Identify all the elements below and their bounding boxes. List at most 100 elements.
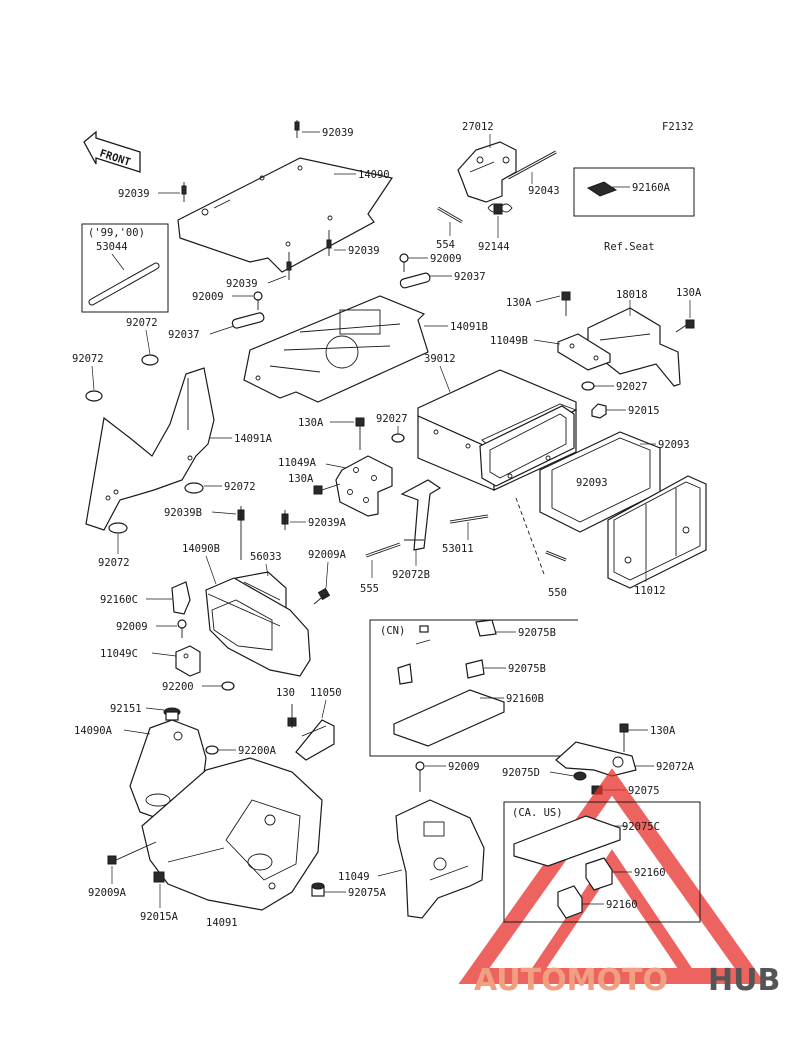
screw-92009A-a	[313, 587, 331, 605]
screw-92009-d	[415, 761, 425, 792]
clamp-92072-d	[108, 522, 128, 534]
toolbox-39012	[417, 369, 578, 491]
label-14091A: 14091A	[234, 433, 273, 445]
label-11050: 11050	[310, 687, 342, 699]
label-130A-e: 130A	[650, 725, 676, 737]
figure-code: F2132	[662, 121, 694, 133]
nut-92015	[591, 403, 607, 419]
label-92160C: 92160C	[100, 594, 138, 606]
label-92009-a: 92009	[430, 253, 462, 265]
label-92043: 92043	[528, 185, 560, 197]
label-14090A: 14090A	[74, 725, 113, 737]
label-92009-d: 92009	[448, 761, 480, 773]
label-14091B: 14091B	[450, 321, 488, 333]
clip-92015A	[153, 871, 165, 883]
label-92037-b: 92037	[168, 329, 200, 341]
label-92037-a: 92037	[454, 271, 486, 283]
bolt-53011	[449, 514, 489, 524]
screw-92009-c	[177, 619, 187, 638]
pin-554	[437, 206, 463, 224]
label-92009A-b: 92009A	[88, 887, 127, 899]
inset-ref-seat: 92160A	[573, 167, 695, 217]
spring-92144	[487, 203, 513, 215]
bracket-11050	[295, 719, 335, 761]
bracket-11049A	[335, 455, 393, 517]
label-92075C: 92075C	[622, 821, 660, 833]
label-11049B: 11049B	[490, 335, 528, 347]
label-92072-c: 92072	[224, 481, 256, 493]
bolt-92043	[507, 150, 557, 180]
label-14090: 14090	[358, 169, 390, 181]
watermark-text-accent: AUTOMOTO	[474, 963, 668, 998]
label-550: 550	[548, 587, 567, 599]
label-92039-left: 92039	[118, 188, 150, 200]
label-92027-a: 92027	[616, 381, 648, 393]
bolt-130A-e	[619, 723, 629, 752]
watermark-triangle-icon	[458, 768, 766, 984]
screw-92009-b	[253, 291, 263, 310]
label-92072-a: 92072	[72, 353, 104, 365]
label-555: 555	[360, 583, 379, 595]
pin-550	[515, 497, 567, 575]
holder-14090B	[205, 577, 311, 677]
washer-92200	[221, 681, 235, 691]
label-92027-b: 92027	[376, 413, 408, 425]
label-92072A: 92072A	[656, 761, 695, 773]
pin-92039-lower	[286, 252, 292, 280]
label-92039A: 92039A	[308, 517, 347, 529]
label-11049A: 11049A	[278, 457, 317, 469]
bracket-18018	[587, 307, 681, 387]
label-14091: 14091	[206, 917, 238, 929]
bolt-130A-c	[355, 417, 365, 450]
screw-92039A	[281, 510, 289, 530]
label-92015: 92015	[628, 405, 660, 417]
clamp-92072-b	[141, 354, 159, 366]
pin-92039B	[237, 506, 245, 560]
label-92160-b: 92160	[606, 899, 638, 911]
label-92072B: 92072B	[392, 569, 430, 581]
plate-92037-a	[399, 272, 431, 289]
label-92075B-a: 92075B	[518, 627, 556, 639]
clamp-92072-c	[184, 482, 204, 494]
mat-14091B	[243, 295, 429, 403]
label-92075D: 92075D	[502, 767, 540, 779]
label-92039B: 92039B	[164, 507, 202, 519]
label-39012: 39012	[424, 353, 456, 365]
washer-92027-a	[581, 381, 595, 391]
lid-11012	[607, 475, 707, 589]
ref-seat-caption: Ref.Seat	[604, 241, 655, 253]
bracket-11049C	[175, 645, 201, 677]
label-130A-d: 130A	[288, 473, 314, 485]
label-92200A: 92200A	[238, 745, 277, 757]
label-92072-b: 92072	[126, 317, 158, 329]
label-56033: 56033	[250, 551, 282, 563]
label-18018: 18018	[616, 289, 648, 301]
pin-92039-mid	[326, 230, 332, 256]
label-92160A: 92160A	[632, 182, 671, 194]
inset-caus-title: (CA. US)	[512, 807, 563, 819]
clamp-92072-a	[85, 390, 103, 402]
label-92039-mid: 92039	[348, 245, 380, 257]
base-14091	[141, 757, 323, 911]
label-92200: 92200	[162, 681, 194, 693]
label-92093-b: 92093	[576, 477, 608, 489]
screw-92009A-b	[107, 841, 157, 865]
label-11049: 11049	[338, 871, 370, 883]
side-panel-14091A	[85, 367, 215, 531]
bolt-130A-a	[561, 291, 571, 316]
label-92075A: 92075A	[348, 887, 387, 899]
label-554: 554	[436, 239, 455, 251]
label-92093-a: 92093	[658, 439, 690, 451]
bracket-27012	[457, 141, 517, 203]
label-92075: 92075	[628, 785, 660, 797]
label-92015A: 92015A	[140, 911, 179, 923]
label-92039-top: 92039	[322, 127, 354, 139]
watermark-logo: AUTOMOTO HUB	[474, 963, 780, 998]
washer-92075D	[573, 771, 587, 781]
screw-92009-a	[399, 253, 409, 272]
label-92160-a: 92160	[634, 867, 666, 879]
label-130A-b: 130A	[676, 287, 702, 299]
label-92144: 92144	[478, 241, 510, 253]
inset-cn: (CN) 92075B 92075B 92160B	[369, 619, 578, 757]
